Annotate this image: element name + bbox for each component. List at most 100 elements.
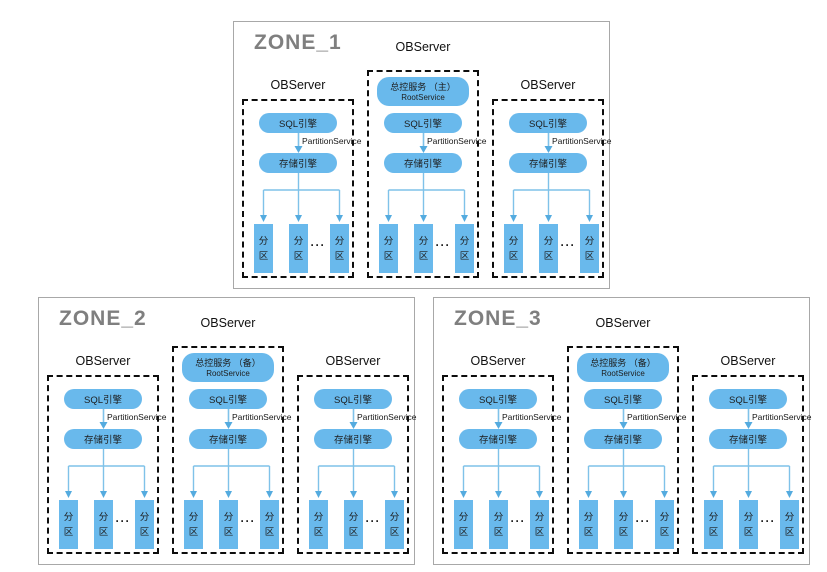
partition-box: 分 区 bbox=[289, 224, 308, 273]
observer-label-top: OBServer bbox=[200, 316, 256, 330]
root-service-box: 总控服务 （备） RootService bbox=[577, 353, 669, 382]
down-arrow-icon bbox=[744, 409, 753, 429]
partition-box: 分 区 bbox=[94, 500, 113, 549]
observer-label: OBServer bbox=[520, 78, 576, 92]
down-arrow-icon bbox=[494, 409, 503, 429]
storage-engine-box: 存储引擎 bbox=[509, 153, 587, 173]
observer-label-top: OBServer bbox=[395, 40, 451, 54]
zone-2: ZONE_2 OBServer OBServer SQL引擎 Partition… bbox=[38, 297, 417, 565]
ellipsis: ··· bbox=[310, 238, 326, 252]
partition-box: 分 区 bbox=[739, 500, 758, 549]
partition-box: 分 区 bbox=[260, 500, 279, 549]
partition-box: 分 区 bbox=[614, 500, 633, 549]
observer-column-left: OBServer SQL引擎 PartitionService 存储引擎 分 区… bbox=[47, 298, 167, 554]
observer-label: OBServer bbox=[75, 354, 131, 368]
root-service-title: 总控服务 （备） bbox=[590, 357, 656, 368]
observer-label: OBServer bbox=[470, 354, 526, 368]
partition-box: 分 区 bbox=[379, 224, 398, 273]
sql-engine-box: SQL引擎 bbox=[64, 389, 142, 409]
zone-title: ZONE_2 bbox=[59, 307, 147, 330]
observer-box bbox=[47, 375, 159, 554]
partition-box: 分 区 bbox=[184, 500, 203, 549]
fanout-arrows-icon bbox=[585, 449, 668, 498]
partition-box: 分 区 bbox=[580, 224, 599, 273]
root-service-subtitle: RootService bbox=[206, 368, 250, 378]
fanout-arrows-icon bbox=[385, 173, 468, 222]
observer-box bbox=[297, 375, 409, 554]
storage-engine-box: 存储引擎 bbox=[709, 429, 787, 449]
storage-engine-box: 存储引擎 bbox=[584, 429, 662, 449]
sql-engine-box: SQL引擎 bbox=[709, 389, 787, 409]
partition-box: 分 区 bbox=[539, 224, 558, 273]
observer-column-right: OBServer SQL引擎 PartitionService 存储引擎 分 区… bbox=[692, 298, 812, 554]
sql-engine-box: SQL引擎 bbox=[314, 389, 392, 409]
partition-box: 分 区 bbox=[344, 500, 363, 549]
fanout-arrows-icon bbox=[710, 449, 793, 498]
partition-box: 分 区 bbox=[309, 500, 328, 549]
ellipsis: ··· bbox=[760, 514, 776, 528]
fanout-arrows-icon bbox=[190, 449, 273, 498]
storage-engine-box: 存储引擎 bbox=[384, 153, 462, 173]
observer-column-middle: 总控服务 （备） RootService SQL引擎 PartitionServ… bbox=[172, 298, 292, 554]
fanout-arrows-icon bbox=[260, 173, 343, 222]
partition-box: 分 区 bbox=[530, 500, 549, 549]
partition-box: 分 区 bbox=[454, 500, 473, 549]
root-service-title: 总控服务 （备） bbox=[195, 357, 261, 368]
down-arrow-icon bbox=[224, 409, 233, 429]
ellipsis: ··· bbox=[115, 514, 131, 528]
fanout-arrows-icon bbox=[315, 449, 398, 498]
observer-box bbox=[492, 99, 604, 278]
zone-1: ZONE_1 OBServer OBServer SQL引擎 Partition… bbox=[233, 21, 612, 289]
partition-service-label: PartitionService bbox=[107, 412, 167, 422]
observer-label-top: OBServer bbox=[595, 316, 651, 330]
fanout-arrows-icon bbox=[460, 449, 543, 498]
observer-column-middle: 总控服务 （主） RootService SQL引擎 PartitionServ… bbox=[367, 22, 487, 278]
partition-box: 分 区 bbox=[254, 224, 273, 273]
root-service-subtitle: RootService bbox=[601, 368, 645, 378]
down-arrow-icon bbox=[349, 409, 358, 429]
zone-3: ZONE_3 OBServer OBServer SQL引擎 Partition… bbox=[433, 297, 812, 565]
storage-engine-box: 存储引擎 bbox=[189, 429, 267, 449]
observer-column-left: OBServer SQL引擎 PartitionService 存储引擎 分 区… bbox=[442, 298, 562, 554]
down-arrow-icon bbox=[619, 409, 628, 429]
partition-service-label: PartitionService bbox=[752, 412, 812, 422]
partition-box: 分 区 bbox=[330, 224, 349, 273]
ellipsis: ··· bbox=[435, 238, 451, 252]
partition-box: 分 区 bbox=[504, 224, 523, 273]
partition-service-label: PartitionService bbox=[232, 412, 292, 422]
fanout-arrows-icon bbox=[510, 173, 593, 222]
observer-label: OBServer bbox=[325, 354, 381, 368]
observer-label: OBServer bbox=[270, 78, 326, 92]
partition-box: 分 区 bbox=[385, 500, 404, 549]
partition-service-label: PartitionService bbox=[627, 412, 687, 422]
partition-service-label: PartitionService bbox=[357, 412, 417, 422]
observer-column-right: OBServer SQL引擎 PartitionService 存储引擎 分 区… bbox=[492, 22, 612, 278]
observer-box bbox=[567, 346, 679, 554]
observer-box bbox=[367, 70, 479, 278]
down-arrow-icon bbox=[99, 409, 108, 429]
ellipsis: ··· bbox=[635, 514, 651, 528]
down-arrow-icon bbox=[294, 133, 303, 153]
storage-engine-box: 存储引擎 bbox=[259, 153, 337, 173]
root-service-box: 总控服务 （备） RootService bbox=[182, 353, 274, 382]
zone-title: ZONE_3 bbox=[454, 307, 542, 330]
down-arrow-icon bbox=[419, 133, 428, 153]
storage-engine-box: 存储引擎 bbox=[459, 429, 537, 449]
partition-box: 分 区 bbox=[579, 500, 598, 549]
sql-engine-box: SQL引擎 bbox=[384, 113, 462, 133]
fanout-arrows-icon bbox=[65, 449, 148, 498]
partition-box: 分 区 bbox=[135, 500, 154, 549]
sql-engine-box: SQL引擎 bbox=[509, 113, 587, 133]
partition-service-label: PartitionService bbox=[552, 136, 612, 146]
sql-engine-box: SQL引擎 bbox=[584, 389, 662, 409]
down-arrow-icon bbox=[544, 133, 553, 153]
storage-engine-box: 存储引擎 bbox=[64, 429, 142, 449]
partition-box: 分 区 bbox=[414, 224, 433, 273]
partition-box: 分 区 bbox=[455, 224, 474, 273]
partition-box: 分 区 bbox=[219, 500, 238, 549]
ellipsis: ··· bbox=[510, 514, 526, 528]
sql-engine-box: SQL引擎 bbox=[459, 389, 537, 409]
observer-box bbox=[242, 99, 354, 278]
partition-box: 分 区 bbox=[59, 500, 78, 549]
partition-service-label: PartitionService bbox=[302, 136, 362, 146]
